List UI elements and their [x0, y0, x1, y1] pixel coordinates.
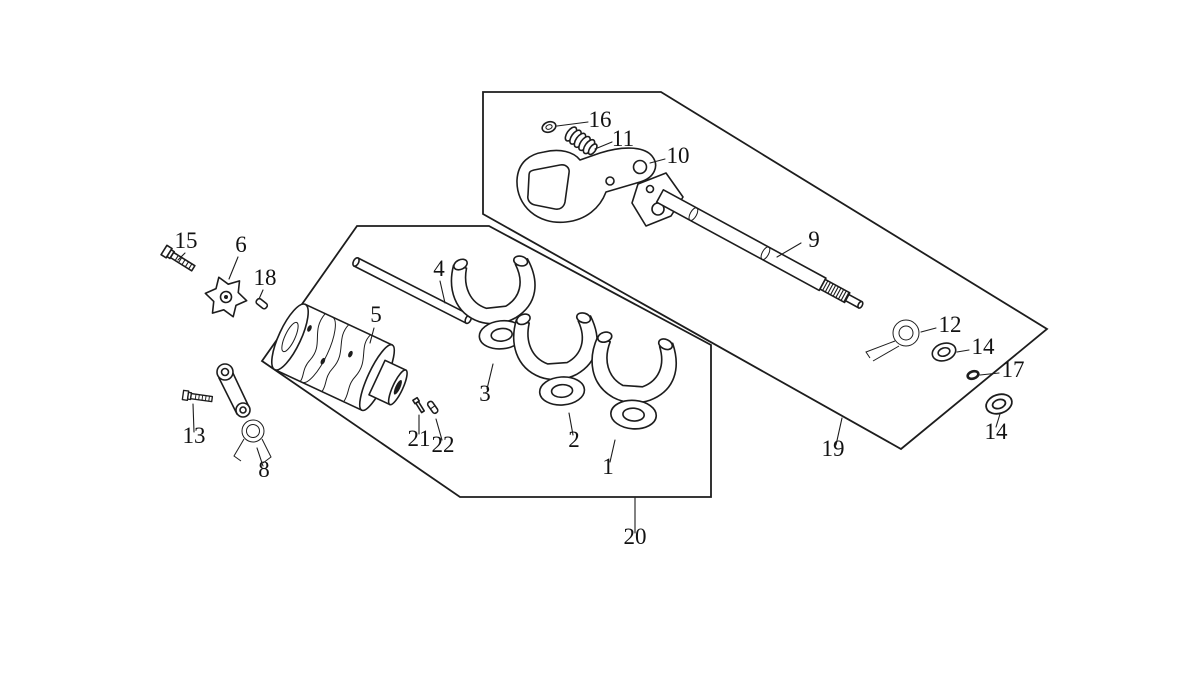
callout-1: 1	[602, 454, 614, 479]
part-10-shift-guide-plate	[516, 147, 657, 224]
callout-17: 17	[1002, 357, 1025, 382]
group-outline-20	[260, 225, 712, 498]
part-stopper-arm	[216, 363, 251, 418]
callout-10: 10	[667, 143, 690, 168]
leader-5	[369, 327, 375, 344]
leader-16	[556, 121, 589, 127]
leader-10	[649, 158, 666, 164]
callout-8: 8	[258, 457, 270, 482]
callout-9: 9	[808, 227, 820, 252]
leader-13	[192, 403, 195, 433]
callout-4: 4	[433, 256, 445, 281]
callout-3: 3	[479, 381, 491, 406]
part-1-shift-fork	[586, 328, 680, 433]
callout-18: 18	[254, 265, 277, 290]
callout-6: 6	[235, 232, 247, 257]
part-14-washer-a	[929, 339, 959, 365]
callout-5: 5	[370, 302, 382, 327]
callout-16: 16	[589, 107, 612, 132]
group-outline-19	[482, 91, 1049, 451]
part-5-gearshift-drum	[271, 303, 408, 412]
part-4-fork-shaft	[352, 257, 473, 325]
callout-13: 13	[183, 423, 206, 448]
part-18-dowel-pin	[255, 297, 269, 310]
leader-9	[776, 242, 802, 258]
callout-14b: 14	[985, 419, 1009, 444]
leader-18	[258, 289, 264, 300]
leader-14b	[995, 413, 1001, 428]
leader-22	[435, 418, 443, 441]
leader-15	[177, 252, 186, 261]
part-6-stopper-plate	[204, 276, 248, 318]
part-17-snap-ring	[966, 369, 980, 381]
leader-11	[594, 141, 613, 150]
callout-20: 20	[624, 524, 647, 549]
leader-19	[835, 417, 843, 446]
callout-22: 22	[432, 432, 455, 457]
part-14-washer-b	[982, 390, 1016, 418]
callout-2: 2	[568, 427, 580, 452]
callout-15: 15	[175, 228, 198, 253]
leader-6	[228, 256, 239, 280]
part-21-screw	[412, 396, 426, 414]
callout-12: 12	[939, 312, 962, 337]
part-13-bolt	[181, 389, 214, 405]
leader-17	[979, 372, 1000, 376]
callout-21: 21	[408, 426, 431, 451]
leader-8	[256, 447, 264, 467]
leader-1	[609, 439, 616, 463]
part-12-spring	[865, 319, 920, 362]
part-16-stopper-ring	[541, 120, 557, 134]
part-11-spring	[564, 126, 598, 156]
leader-14a	[956, 349, 970, 353]
leader-4	[439, 280, 446, 304]
callout-11: 11	[612, 126, 634, 151]
part-9-gearshift-spindle	[631, 172, 864, 309]
callout-14a: 14	[972, 334, 996, 359]
part-8-return-spring	[233, 419, 272, 464]
part-22-dowel-pin	[426, 400, 439, 415]
part-2-shift-fork	[511, 306, 603, 409]
leader-12	[920, 327, 937, 333]
callout-19: 19	[822, 436, 845, 461]
leader-3	[486, 363, 494, 390]
leader-2	[568, 412, 574, 436]
